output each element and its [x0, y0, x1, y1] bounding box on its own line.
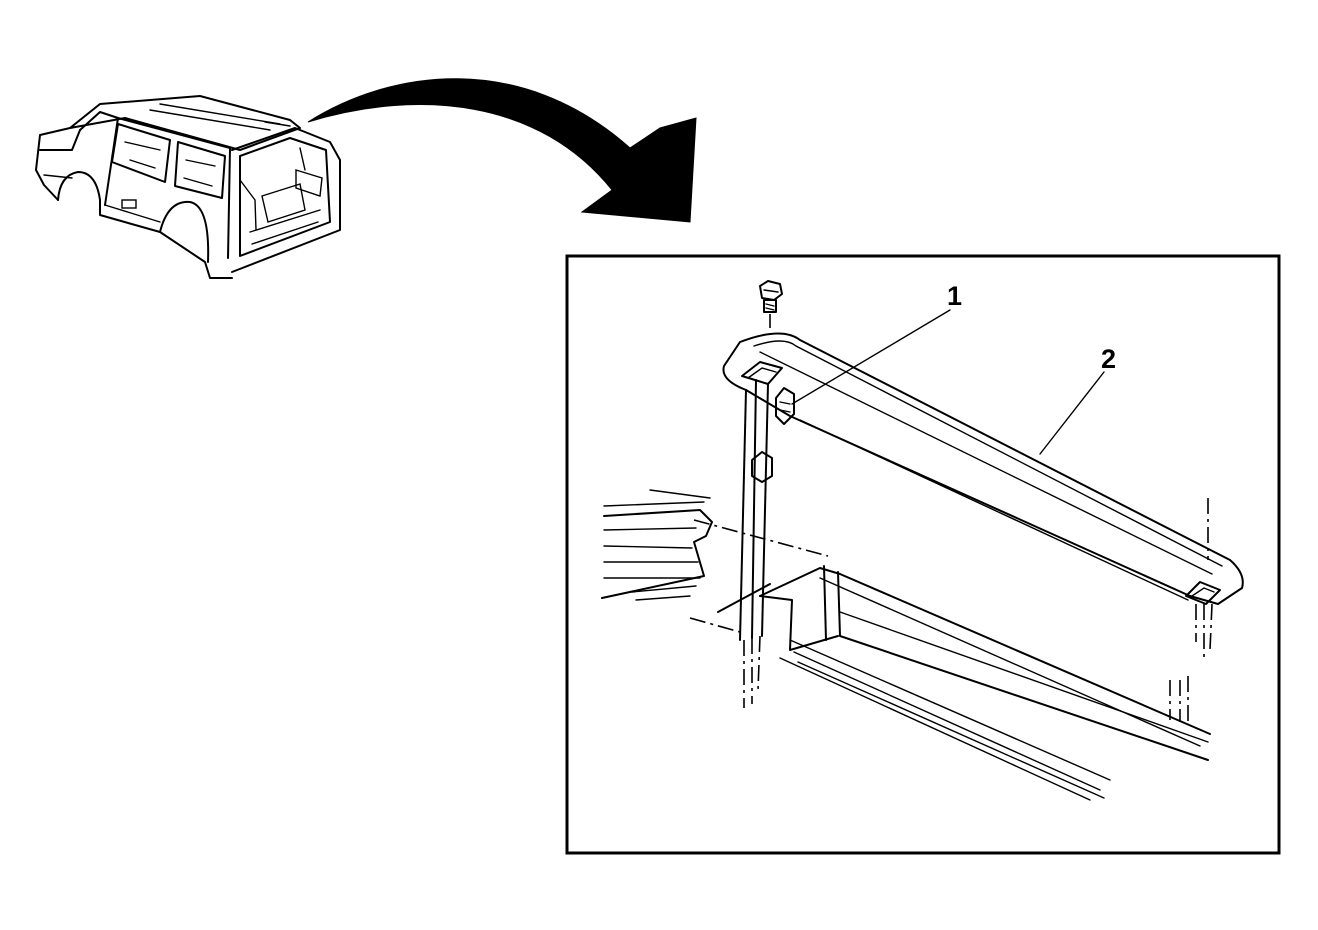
detail-view: 1 2: [601, 280, 1244, 801]
retainer-strip: [739, 379, 773, 708]
fastener-nut: [775, 387, 795, 425]
callout-1-label: 1: [947, 281, 962, 311]
vehicle-locator-illustration: [35, 95, 341, 279]
callout-2-leader: [1039, 371, 1105, 455]
callout-1-leader: [791, 309, 951, 405]
rail-section-left: [601, 489, 713, 601]
interior-trim-panel: [722, 332, 1244, 605]
screw-fastener: [759, 280, 783, 328]
body-rail: [717, 565, 1211, 801]
detail-frame: [565, 254, 1281, 855]
callout-2-label: 2: [1101, 344, 1116, 374]
zoom-arrow: [307, 78, 697, 223]
